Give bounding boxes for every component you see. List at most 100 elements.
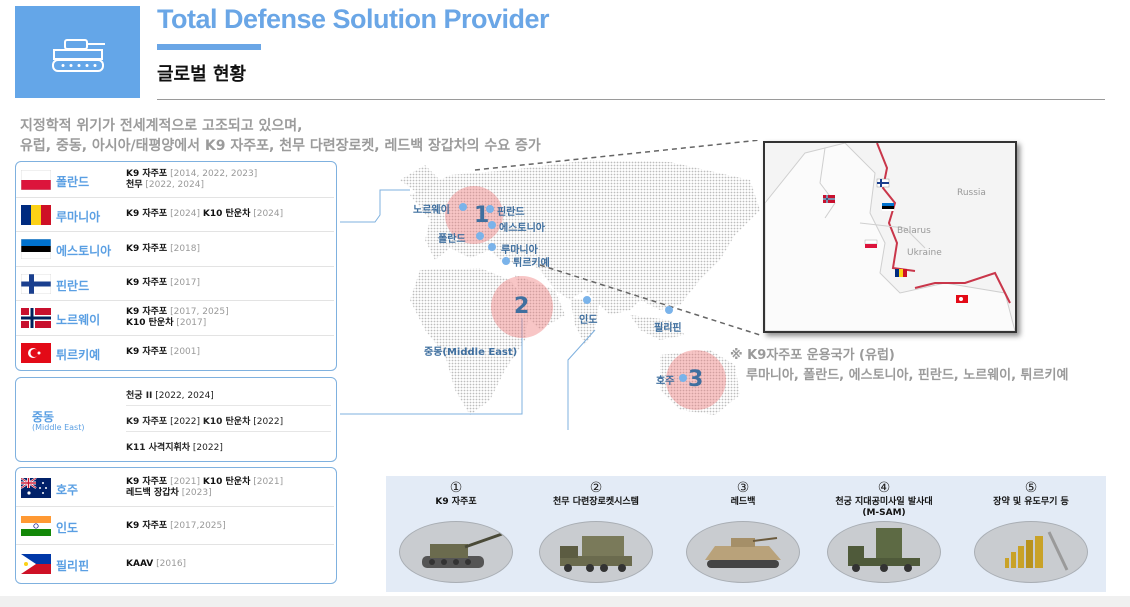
intro-line-2: 유럽, 중동, 아시아/태평양에서 K9 자주포, 천무 다련장로켓, 레드백 … <box>20 138 541 154</box>
turkey-flag-icon <box>21 342 51 363</box>
product-number: ④ <box>877 480 891 496</box>
contract-details: K9 자주포 [2014, 2022, 2023]천무 [2022, 2024] <box>126 169 258 191</box>
estonia-flag-icon <box>21 239 51 260</box>
inset-flag-romania <box>895 269 907 277</box>
inset-label-ukraine: Ukraine <box>907 248 942 258</box>
asia-country-row: 호주 K9 자주포 [2021] K10 탄운차 [2021]레드백 장갑차 [2… <box>16 469 334 507</box>
map-dot-india <box>583 296 591 304</box>
product-msam: ④ 천궁 지대공미사일 발사대 (M-SAM) <box>814 476 954 583</box>
page-subtitle: 글로벌 현황 <box>157 64 247 85</box>
map-dot-norway <box>459 203 467 211</box>
asia-pacific-region-box: 호주 K9 자주포 [2021] K10 탄운차 [2021]레드백 장갑차 [2… <box>15 467 337 584</box>
row-divider <box>126 431 331 432</box>
philippines-flag-icon <box>21 554 51 574</box>
world-map <box>340 140 761 430</box>
contract-details: K9 자주포 [2018] <box>126 243 201 254</box>
inset-flag-turkey <box>956 295 968 303</box>
middle-east-contract: 천궁 II [2022, 2024] <box>126 391 214 401</box>
country-name: 노르웨이 <box>56 313 101 328</box>
norway-flag-icon <box>21 308 51 329</box>
rocket-launcher-icon <box>539 521 653 583</box>
region-bubble-3 <box>666 350 726 410</box>
product-k9: ① K9 자주포 <box>386 476 526 583</box>
middle-east-label-en: (Middle East) <box>32 423 85 432</box>
country-name: 필리핀 <box>56 559 90 573</box>
inset-label-belarus: Belarus <box>897 226 931 236</box>
europe-country-row: 핀란드 K9 자주포 [2017] <box>16 267 334 301</box>
intro-line-1: 지정학적 위기가 전세계적으로 고조되고 있으며, <box>20 118 303 134</box>
region-number-1: 1 <box>474 203 490 228</box>
ammunition-icon <box>974 521 1088 583</box>
map-label-australia: 호주 <box>656 376 675 387</box>
contract-details: K9 자주포 [2017,2025] <box>126 520 226 531</box>
product-number: ⑤ <box>1024 480 1038 496</box>
header-icon-box <box>15 6 140 98</box>
country-name: 에스토니아 <box>56 244 112 259</box>
ifv-icon <box>686 521 800 583</box>
product-panel: ① K9 자주포 ② 천무 다련장로켓시스템 ③ 레드백 ④ 천궁 지대공미사일… <box>386 476 1106 592</box>
europe-country-row: 튀르키예 K9 자주포 [2001] <box>16 336 334 370</box>
romania-flag-icon <box>21 204 51 225</box>
map-dot-philippines <box>665 306 673 314</box>
region-number-2: 2 <box>514 294 530 319</box>
product-redback: ③ 레드백 <box>673 476 813 583</box>
europe-country-row: 에스토니아 K9 자주포 [2018] <box>16 232 334 267</box>
product-name: 장약 및 유도무기 등 <box>993 497 1069 507</box>
k9-note-title: ※ K9자주포 운용국가 (유럽) <box>730 348 895 363</box>
map-label-middle-east: 중동(Middle East) <box>424 347 518 358</box>
asia-country-row: 인도 K9 자주포 [2017,2025] <box>16 507 334 545</box>
row-divider <box>126 405 331 406</box>
map-dot-poland <box>476 232 484 240</box>
inset-flag-poland <box>864 239 878 248</box>
europe-inset-map: Russia Belarus Ukraine <box>763 141 1017 333</box>
product-ammunition: ⑤ 장약 및 유도무기 등 <box>961 476 1101 583</box>
country-name: 폴란드 <box>56 175 90 190</box>
product-chunmoo: ② 천무 다련장로켓시스템 <box>526 476 666 583</box>
map-label-turkey: 튀르키예 <box>513 258 550 269</box>
product-number: ① <box>449 480 463 496</box>
map-dot-turkey <box>502 257 510 265</box>
map-dot-romania <box>488 243 496 251</box>
europe-region-box: 폴란드 K9 자주포 [2014, 2022, 2023]천무 [2022, 20… <box>15 161 337 371</box>
inset-flag-estonia <box>882 203 894 211</box>
contract-details: K9 자주포 [2017, 2025]K10 탄운차 [2017] <box>126 307 229 329</box>
map-label-finland: 핀란드 <box>497 207 525 218</box>
contract-details: K9 자주포 [2001] <box>126 347 201 358</box>
middle-east-region-box: 중동 (Middle East) 천궁 II [2022, 2024]K9 자주… <box>15 377 337 462</box>
europe-country-row: 폴란드 K9 자주포 [2014, 2022, 2023]천무 [2022, 20… <box>16 163 334 198</box>
map-label-philippines: 필리핀 <box>654 323 682 334</box>
product-number: ② <box>589 480 603 496</box>
region-number-3: 3 <box>688 367 704 392</box>
poland-flag-icon <box>21 170 51 191</box>
tank-icon <box>52 39 105 72</box>
inset-flag-finland <box>876 178 890 188</box>
product-name: 천무 다련장로켓시스템 <box>553 497 639 507</box>
product-number: ③ <box>736 480 750 496</box>
europe-country-row: 노르웨이 K9 자주포 [2017, 2025]K10 탄운차 [2017] <box>16 301 334 336</box>
contract-details: K9 자주포 [2021] K10 탄운차 [2021]레드백 장갑차 [202… <box>126 477 284 498</box>
country-name: 핀란드 <box>56 278 90 293</box>
contract-details: K9 자주포 [2017] <box>126 278 201 289</box>
header-divider <box>157 99 1105 100</box>
region-bubble-2 <box>491 276 553 338</box>
howitzer-icon <box>399 521 513 583</box>
middle-east-label: 중동 <box>32 410 55 424</box>
contract-details: K9 자주포 [2024] K10 탄운차 [2024] <box>126 209 284 220</box>
map-label-norway: 노르웨이 <box>413 205 450 216</box>
inset-flag-norway <box>823 195 835 203</box>
map-dot-finland <box>486 205 494 213</box>
country-name: 호주 <box>56 483 79 497</box>
footer-bar <box>0 596 1130 607</box>
page-title: Total Defense Solution Provider <box>157 4 550 34</box>
map-dot-estonia <box>488 221 496 229</box>
map-label-poland: 폴란드 <box>438 234 466 245</box>
country-name: 튀르키예 <box>56 347 101 362</box>
map-dot-australia <box>679 374 687 382</box>
map-label-romania: 루마니아 <box>501 245 538 256</box>
map-label-estonia: 에스토니아 <box>499 223 545 234</box>
country-name: 인도 <box>56 521 79 535</box>
missile-launcher-icon <box>827 521 941 583</box>
australia-flag-icon <box>21 478 51 498</box>
